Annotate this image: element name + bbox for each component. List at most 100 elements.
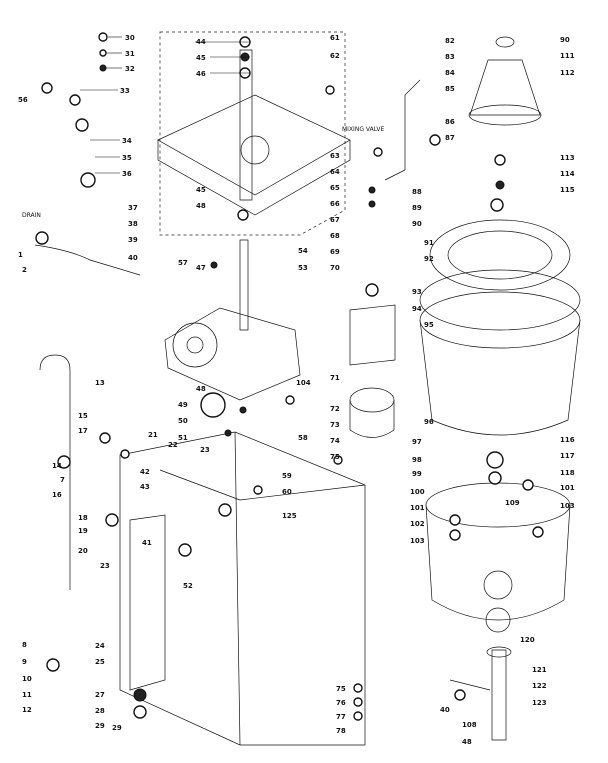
- callout-label: 75: [330, 453, 340, 461]
- callout-label: 65: [330, 184, 340, 192]
- callout-label: 29: [95, 722, 105, 730]
- callout-label: 53: [298, 264, 308, 272]
- hoses: [34, 79, 421, 590]
- callout-label: 17: [78, 427, 88, 435]
- callout-label: 9: [22, 658, 27, 666]
- callout-label: 96: [424, 418, 434, 426]
- callout-label: 19: [78, 527, 88, 535]
- callout-label: 29: [112, 724, 122, 732]
- callout-label: 14: [52, 462, 62, 470]
- callout-label: 98: [412, 456, 422, 464]
- callout-label: 41: [142, 539, 152, 547]
- callout-label: 93: [412, 288, 422, 296]
- callout-label: 63: [330, 152, 340, 160]
- callout-label: 23: [200, 446, 210, 454]
- callout-label: 74: [330, 437, 340, 445]
- callout-label: 42: [140, 468, 150, 476]
- callout-label: 104: [296, 379, 311, 387]
- callout-label: 121: [532, 666, 547, 674]
- transmission-assembly: [164, 49, 301, 401]
- callout-label: 95: [424, 321, 434, 329]
- callout-label: 35: [122, 154, 132, 162]
- callout-label: 102: [410, 520, 425, 528]
- callout-label: 50: [178, 417, 188, 425]
- callout-label: 103: [560, 502, 575, 510]
- callout-label: 68: [330, 232, 340, 240]
- callout-label: 7: [60, 476, 65, 484]
- callout-label: 103: [410, 537, 425, 545]
- callout-label: 58: [298, 434, 308, 442]
- callout-label: 10: [22, 675, 32, 683]
- callout-label: 60: [282, 488, 292, 496]
- callout-label: 51: [178, 434, 188, 442]
- callout-label: 59: [282, 472, 292, 480]
- drain-pump: [449, 646, 512, 741]
- callout-label: 97: [412, 438, 422, 446]
- callout-label: 56: [18, 96, 28, 104]
- callout-label: 1: [18, 251, 23, 259]
- callout-label: 114: [560, 170, 575, 178]
- callout-label: 30: [125, 34, 135, 42]
- callout-label: 111: [560, 52, 575, 60]
- callout-label: 72: [330, 405, 340, 413]
- callout-label: 24: [95, 642, 105, 650]
- part-markers: [35, 32, 544, 721]
- callout-label: 94: [412, 305, 422, 313]
- callout-label: 32: [125, 65, 135, 73]
- callout-label: 122: [532, 682, 547, 690]
- callout-label: 67: [330, 216, 340, 224]
- callout-label: 37: [128, 204, 138, 212]
- callout-labels: 30 31 32 56 33 34 35 36 37 38 39 1 2 40 …: [18, 34, 575, 746]
- callout-label: 25: [95, 658, 105, 666]
- callout-label: 100: [410, 488, 425, 496]
- callout-label: 48: [462, 738, 472, 746]
- callout-label: 39: [128, 236, 138, 244]
- callout-label: 85: [445, 85, 455, 93]
- callout-label: 62: [330, 52, 340, 60]
- callout-label: 64: [330, 168, 340, 176]
- callout-label: 33: [120, 87, 130, 95]
- callout-label: 44: [196, 38, 206, 46]
- callout-label: 23: [100, 562, 110, 570]
- callout-label: 18: [78, 514, 88, 522]
- callout-label: 46: [196, 70, 206, 78]
- callout-label: 13: [95, 379, 105, 387]
- callout-label: 11: [22, 691, 32, 699]
- callout-label: 71: [330, 374, 340, 382]
- mixing-valve-note: MIXING VALVE: [342, 126, 384, 133]
- callout-label: 125: [282, 512, 297, 520]
- callout-label: 66: [330, 200, 340, 208]
- callout-label: 47: [196, 264, 206, 272]
- callout-label: 15: [78, 412, 88, 420]
- drain-note: DRAIN: [22, 212, 41, 219]
- callout-label: 28: [95, 707, 105, 715]
- callout-label: 22: [168, 441, 178, 449]
- callout-label: 89: [412, 204, 422, 212]
- motor: [349, 304, 396, 438]
- callout-label: 34: [122, 137, 132, 145]
- callout-label: 116: [560, 436, 575, 444]
- callout-label: 49: [178, 401, 188, 409]
- callout-label: 54: [298, 247, 308, 255]
- callout-label: 48: [196, 202, 206, 210]
- callout-label: 99: [412, 470, 422, 478]
- callout-label: 90: [412, 220, 422, 228]
- callout-label: 88: [412, 188, 422, 196]
- callout-label: 117: [560, 452, 575, 460]
- callout-label: 101: [560, 484, 575, 492]
- callout-label: 75: [336, 685, 346, 693]
- callout-label: 38: [128, 220, 138, 228]
- callout-label: 69: [330, 248, 340, 256]
- spin-tub: [419, 219, 581, 436]
- callout-label: 31: [125, 50, 135, 58]
- outer-tub: [425, 482, 571, 633]
- callout-label: 92: [424, 255, 434, 263]
- callout-label: 12: [22, 706, 32, 714]
- callout-label: 113: [560, 154, 575, 162]
- callout-label: 120: [520, 636, 535, 644]
- callout-label: 2: [22, 266, 27, 274]
- callout-label: 21: [148, 431, 158, 439]
- callout-label: 82: [445, 37, 455, 45]
- callout-label: 20: [78, 547, 88, 555]
